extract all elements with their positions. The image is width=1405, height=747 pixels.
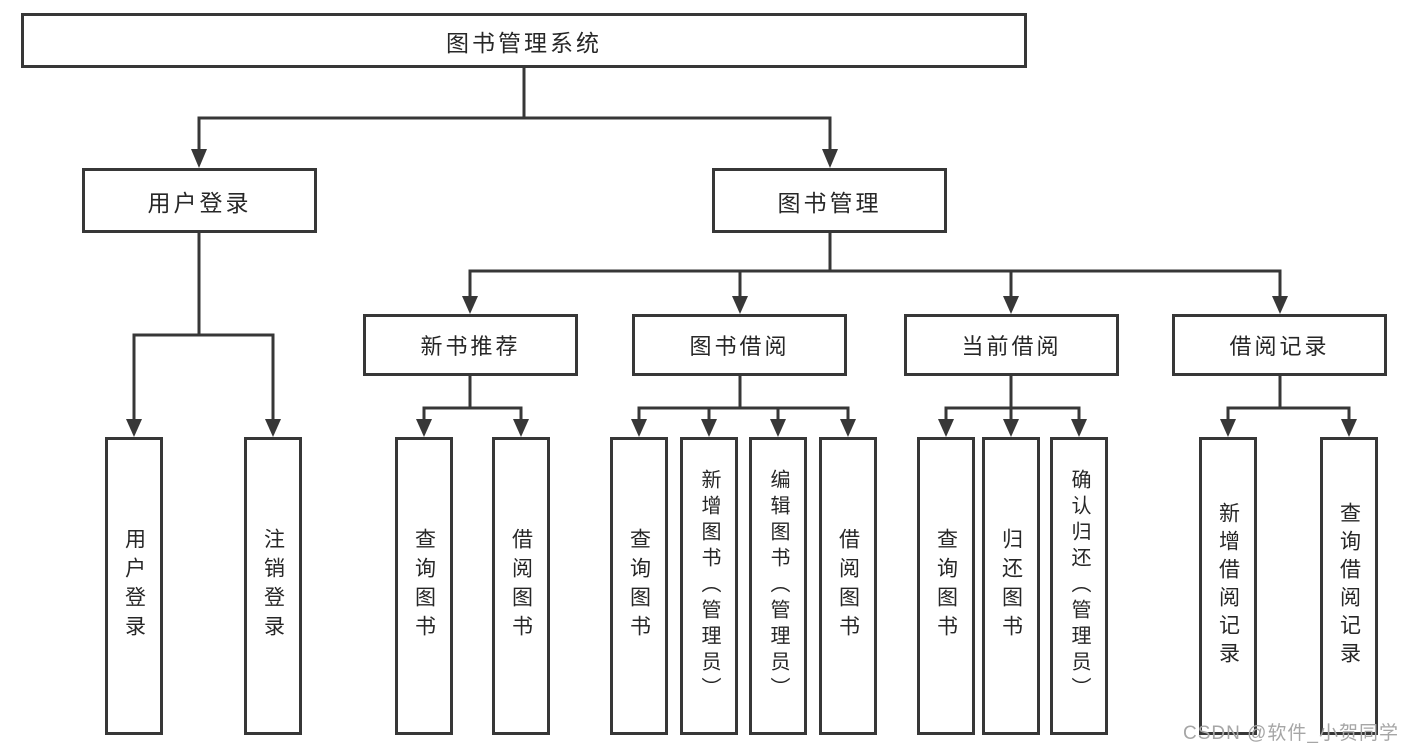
leaf-return-books: 归还图书 — [982, 437, 1040, 735]
node-library-management-system: 图书管理系统 — [21, 13, 1027, 68]
leaf-borrow-books-recommend: 借阅图书 — [492, 437, 550, 735]
node-new-book-recommendation: 新书推荐 — [363, 314, 578, 376]
csdn-watermark: CSDN @软件_小贺同学 — [1183, 723, 1399, 744]
node-book-borrowing: 图书借阅 — [632, 314, 847, 376]
leaf-confirm-return-admin: 确认归还（管理员） — [1050, 437, 1108, 735]
leaf-query-books-borrowing: 查询图书 — [610, 437, 668, 735]
leaf-user-login: 用户登录 — [105, 437, 163, 735]
leaf-add-books-admin: 新增图书（管理员） — [680, 437, 738, 735]
leaf-query-books-current: 查询图书 — [917, 437, 975, 735]
leaf-query-borrow-record: 查询借阅记录 — [1320, 437, 1378, 735]
node-book-management-branch: 图书管理 — [712, 168, 947, 233]
node-borrowing-records: 借阅记录 — [1172, 314, 1387, 376]
leaf-edit-books-admin: 编辑图书（管理员） — [749, 437, 807, 735]
leaf-query-books-recommend: 查询图书 — [395, 437, 453, 735]
leaf-logout: 注销登录 — [244, 437, 302, 735]
leaf-add-borrow-record: 新增借阅记录 — [1199, 437, 1257, 735]
node-user-login-branch: 用户登录 — [82, 168, 317, 233]
leaf-borrow-books: 借阅图书 — [819, 437, 877, 735]
node-current-borrowing: 当前借阅 — [904, 314, 1119, 376]
